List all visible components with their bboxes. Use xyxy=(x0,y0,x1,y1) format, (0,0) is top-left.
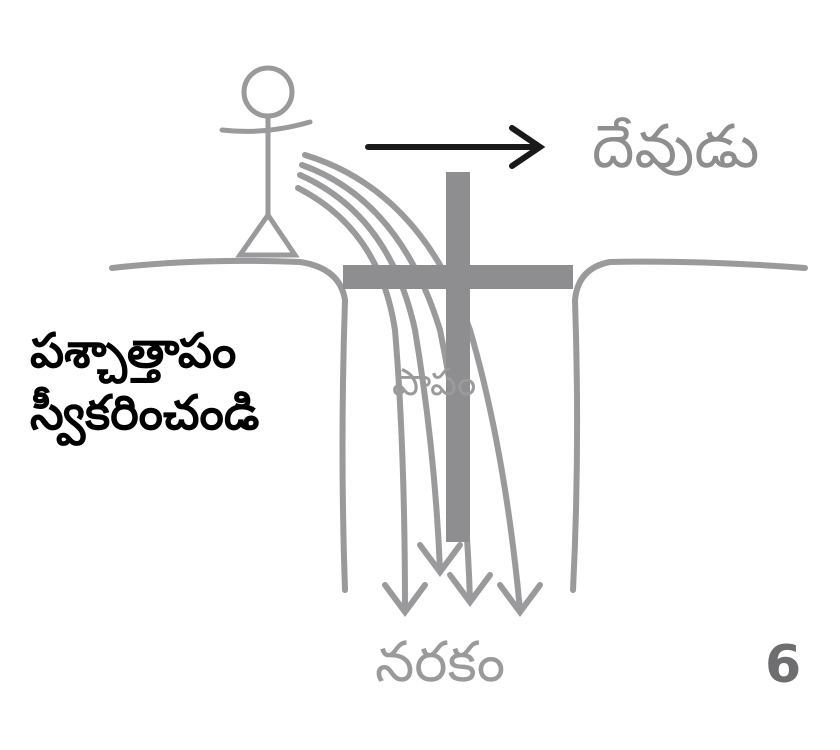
page-number: 6 xyxy=(765,635,802,695)
label-hell: నరకం xyxy=(375,630,506,695)
label-repent-line2: స్వీకరించండి xyxy=(30,385,260,441)
label-god: దేవుడు xyxy=(592,112,760,182)
label-sin: పాపం xyxy=(392,360,477,404)
fall-arrow-2 xyxy=(297,172,443,573)
arrow-to-god-icon xyxy=(365,125,546,169)
label-repent: పశ్చాత్తాపం స్వీకరించండి xyxy=(30,320,259,444)
label-repent-line1: పశ్చాత్తాపం xyxy=(30,323,237,379)
stick-figure-icon xyxy=(219,65,313,258)
left-cliff xyxy=(109,257,349,593)
fall-arrow-1 xyxy=(295,185,408,613)
right-cliff xyxy=(570,258,808,593)
cross-icon xyxy=(343,172,573,542)
